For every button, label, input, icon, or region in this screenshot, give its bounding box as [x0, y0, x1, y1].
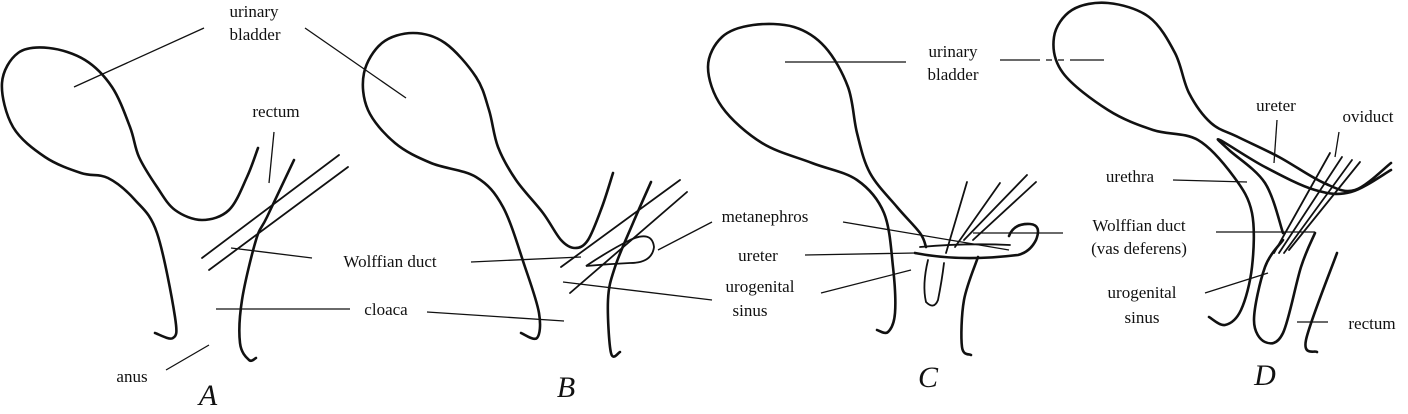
rectum-c [960, 255, 980, 357]
leader-wolffian-b [470, 256, 582, 263]
duct-d-2 [1278, 156, 1343, 254]
label-metanephros: metanephros [722, 207, 809, 226]
duct-d-4 [1288, 161, 1361, 251]
duct-d-3 [1283, 159, 1353, 254]
rectum-a [238, 158, 296, 363]
label-wolffian-duct: Wolffian duct [343, 252, 436, 271]
leader-cloaca-b [426, 311, 565, 322]
label-sinus-d: sinus [1125, 308, 1160, 327]
leader-urogenital-d [1204, 272, 1269, 294]
label-anus: anus [116, 367, 147, 386]
bladder-b-outline [361, 31, 615, 341]
label-urinary: urinary [229, 2, 279, 21]
duct-d-1 [1273, 152, 1331, 254]
ureter-d [1216, 138, 1393, 235]
panel-d: ureter oviduct urethra urogenital sinus … [1052, 1, 1396, 392]
label-urinary-cd: urinary [928, 42, 978, 61]
label-oviduct: oviduct [1343, 107, 1394, 126]
urogenital-sinus-d [1252, 231, 1317, 345]
leader-urethra-d [1172, 179, 1248, 183]
label-ureter-d: ureter [1256, 96, 1296, 115]
leader-rectum-a [268, 131, 275, 184]
leader-urogenital-b [562, 281, 713, 301]
leader-ureter-d [1273, 119, 1278, 164]
leader-anus [165, 344, 210, 371]
leader-metanephros-c [842, 221, 1010, 251]
metanephros-b [585, 235, 655, 267]
ureter-c-inner [919, 243, 1011, 248]
bladder-c-outline [706, 22, 928, 335]
panel-label-a: A [197, 379, 218, 412]
sinus-c-loop [923, 259, 945, 307]
duct-c-4 [972, 181, 1037, 241]
label-urethra: urethra [1106, 167, 1155, 186]
leader-bladder-b [304, 27, 407, 99]
panel-label-c: C [918, 361, 939, 394]
bladder-a-outline [0, 46, 260, 340]
leader-urogenital-c [820, 269, 912, 294]
wolffian-duct-a-1 [201, 154, 340, 259]
label-ureter-c: ureter [738, 246, 778, 265]
panel-label-d: D [1253, 359, 1276, 392]
label-rectum: rectum [252, 102, 299, 121]
label-vas-deferens: (vas deferens) [1091, 239, 1187, 258]
label-bladder-cd: bladder [928, 65, 979, 84]
bladder-d-outline [1052, 1, 1393, 327]
label-bladder: bladder [230, 25, 281, 44]
leader-bladder-a [73, 27, 205, 88]
leader-oviduct-d [1334, 131, 1340, 158]
duct-c-1 [945, 181, 968, 254]
duct-c-2 [954, 182, 1001, 248]
leader-ureter-c [804, 252, 916, 256]
panel-label-b: B [557, 371, 575, 404]
panel-a: urinary bladder rectum Wolffian duct clo… [0, 2, 582, 412]
panel-b: B [361, 31, 713, 404]
wolffian-duct-a-2 [208, 166, 349, 271]
label-rectum-d: rectum [1348, 314, 1395, 333]
duct-c-3 [963, 174, 1028, 241]
panel-c: urinary bladder metanephros ureter uroge… [706, 22, 1187, 394]
wolffian-duct-b-2 [569, 191, 688, 294]
rectum-b [606, 180, 653, 358]
label-sinus-c: sinus [733, 301, 768, 320]
wolffian-duct-b-1 [560, 179, 681, 268]
leader-wolffian-a [230, 247, 313, 259]
rectum-d [1304, 251, 1339, 354]
label-cloaca: cloaca [364, 300, 408, 319]
label-urogenital-d: urogenital [1108, 283, 1177, 302]
ureter-loop-c [913, 222, 1040, 260]
label-wolffian-duct-cd: Wolffian duct [1092, 216, 1185, 235]
leader-metanephros-b [657, 221, 713, 251]
label-urogenital-c: urogenital [726, 277, 795, 296]
